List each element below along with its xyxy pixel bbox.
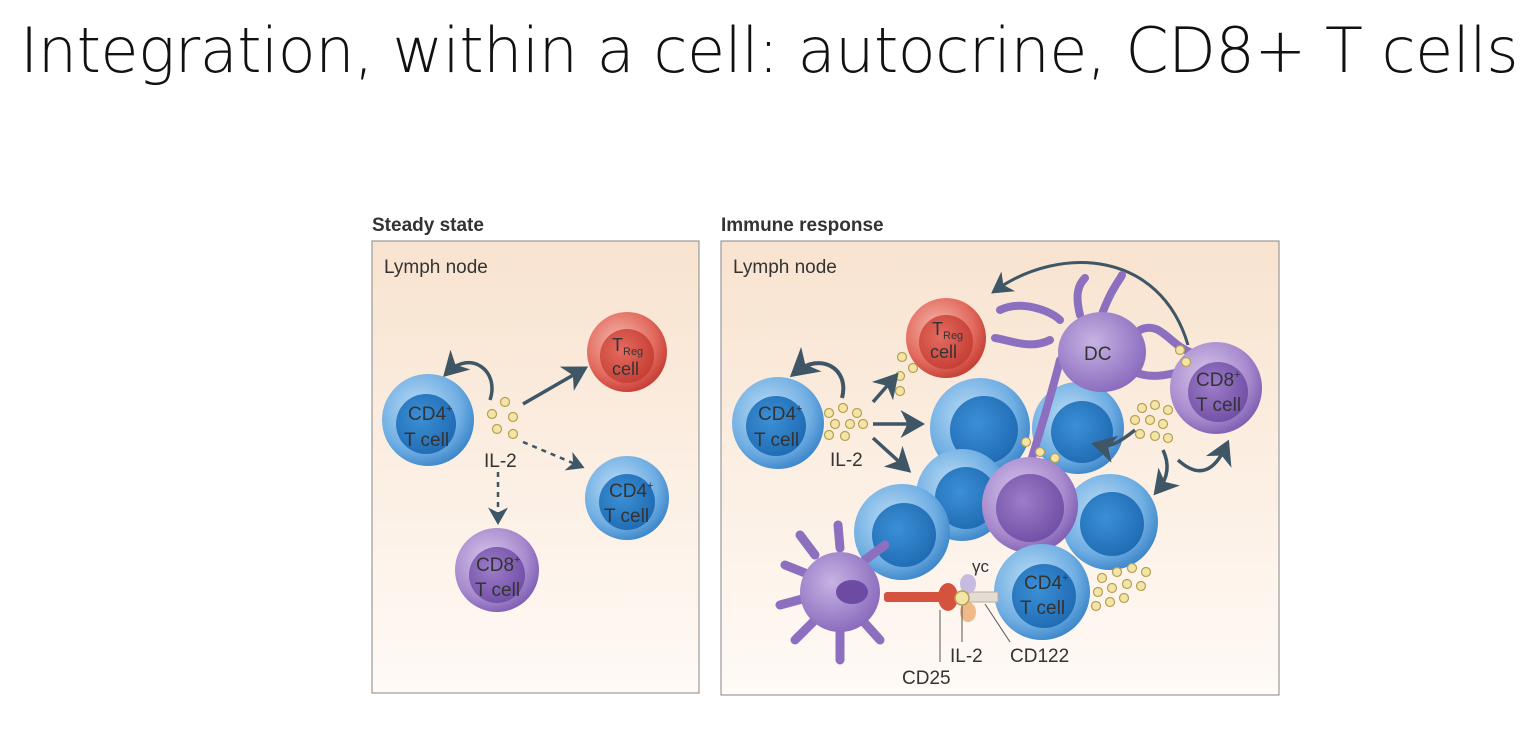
steady-dashed-arrow-to-cd4 [522, 440, 585, 471]
immune-central-purple-cell [982, 457, 1078, 553]
steady-cd8-cell: CD8+ T cell [455, 528, 539, 612]
steady-il2-label: IL-2 [484, 451, 517, 472]
immune-il2-dots-bottom [1090, 562, 1152, 612]
receptor-il2-label: IL-2 [950, 646, 983, 667]
immune-cd4-cell-left: CD4+ T cell [732, 377, 824, 469]
immune-arc-arrow-cd8-to-treg [991, 261, 1190, 346]
steady-cd4-cell-left: CD4+ T cell [382, 374, 474, 466]
svg-text:CD4+: CD4+ [408, 403, 452, 425]
slide-title: Integration, within a cell: autocrine, C… [20, 14, 1519, 87]
immune-il2-dots-cd8 [1020, 344, 1192, 464]
cd122-label: CD122 [1010, 646, 1069, 667]
steady-state-heading: Steady state [372, 215, 484, 236]
steady-il2-dots [486, 396, 519, 440]
immune-cd8-cell: CD8+ T cell [1170, 342, 1262, 434]
immune-il2-label: IL-2 [830, 450, 863, 471]
steady-cd4-cell-right: CD4+ T cell [585, 456, 669, 540]
svg-text:T cell: T cell [754, 430, 799, 451]
svg-text:CD4+: CD4+ [1024, 572, 1068, 594]
svg-text:T cell: T cell [1020, 598, 1065, 619]
svg-text:cell: cell [930, 342, 957, 362]
immune-autocrine-arrow [789, 346, 846, 399]
svg-text:TReg: TReg [612, 335, 643, 358]
il2-receptor-complex [884, 574, 999, 622]
immune-cd4-cell-bottom: CD4+ T cell [994, 544, 1090, 640]
svg-text:CD8+: CD8+ [476, 554, 520, 576]
immune-arrow-down [871, 436, 912, 473]
svg-text:T cell: T cell [475, 580, 520, 601]
steady-arrow-to-treg [522, 366, 589, 406]
gamma-c-label: γc [972, 557, 990, 576]
svg-text:CD4+: CD4+ [758, 403, 802, 425]
immune-arrow-up [871, 372, 899, 404]
immune-arrow-up-right [1176, 439, 1232, 473]
immune-treg-cell: TReg cell [906, 298, 986, 378]
cd25-label: CD25 [902, 668, 951, 689]
svg-text:cell: cell [612, 359, 639, 379]
immune-dc-cell: DC [991, 271, 1194, 504]
immune-response-heading: Immune response [721, 215, 884, 236]
steady-lymph-node-label: Lymph node [384, 257, 488, 278]
dc-label: DC [1084, 344, 1111, 365]
svg-text:TReg: TReg [932, 319, 963, 342]
immune-tcell-cluster [854, 378, 1158, 580]
immune-lymph-node-label: Lymph node [733, 257, 837, 278]
steady-autocrine-arrow [443, 349, 494, 401]
svg-text:T cell: T cell [404, 430, 449, 451]
immune-il2-dots-left [823, 351, 919, 442]
immune-bottom-dc-cell [775, 520, 890, 665]
cd122-leader [984, 603, 1011, 643]
immune-arrow-to-cluster [1091, 428, 1137, 463]
steady-treg-cell: TReg cell [587, 312, 667, 392]
svg-text:T cell: T cell [1196, 395, 1241, 416]
svg-text:CD4+: CD4+ [609, 480, 653, 502]
immune-arrow-down-right [1153, 449, 1180, 496]
svg-text:CD8+: CD8+ [1196, 369, 1240, 391]
svg-text:T cell: T cell [604, 506, 649, 527]
